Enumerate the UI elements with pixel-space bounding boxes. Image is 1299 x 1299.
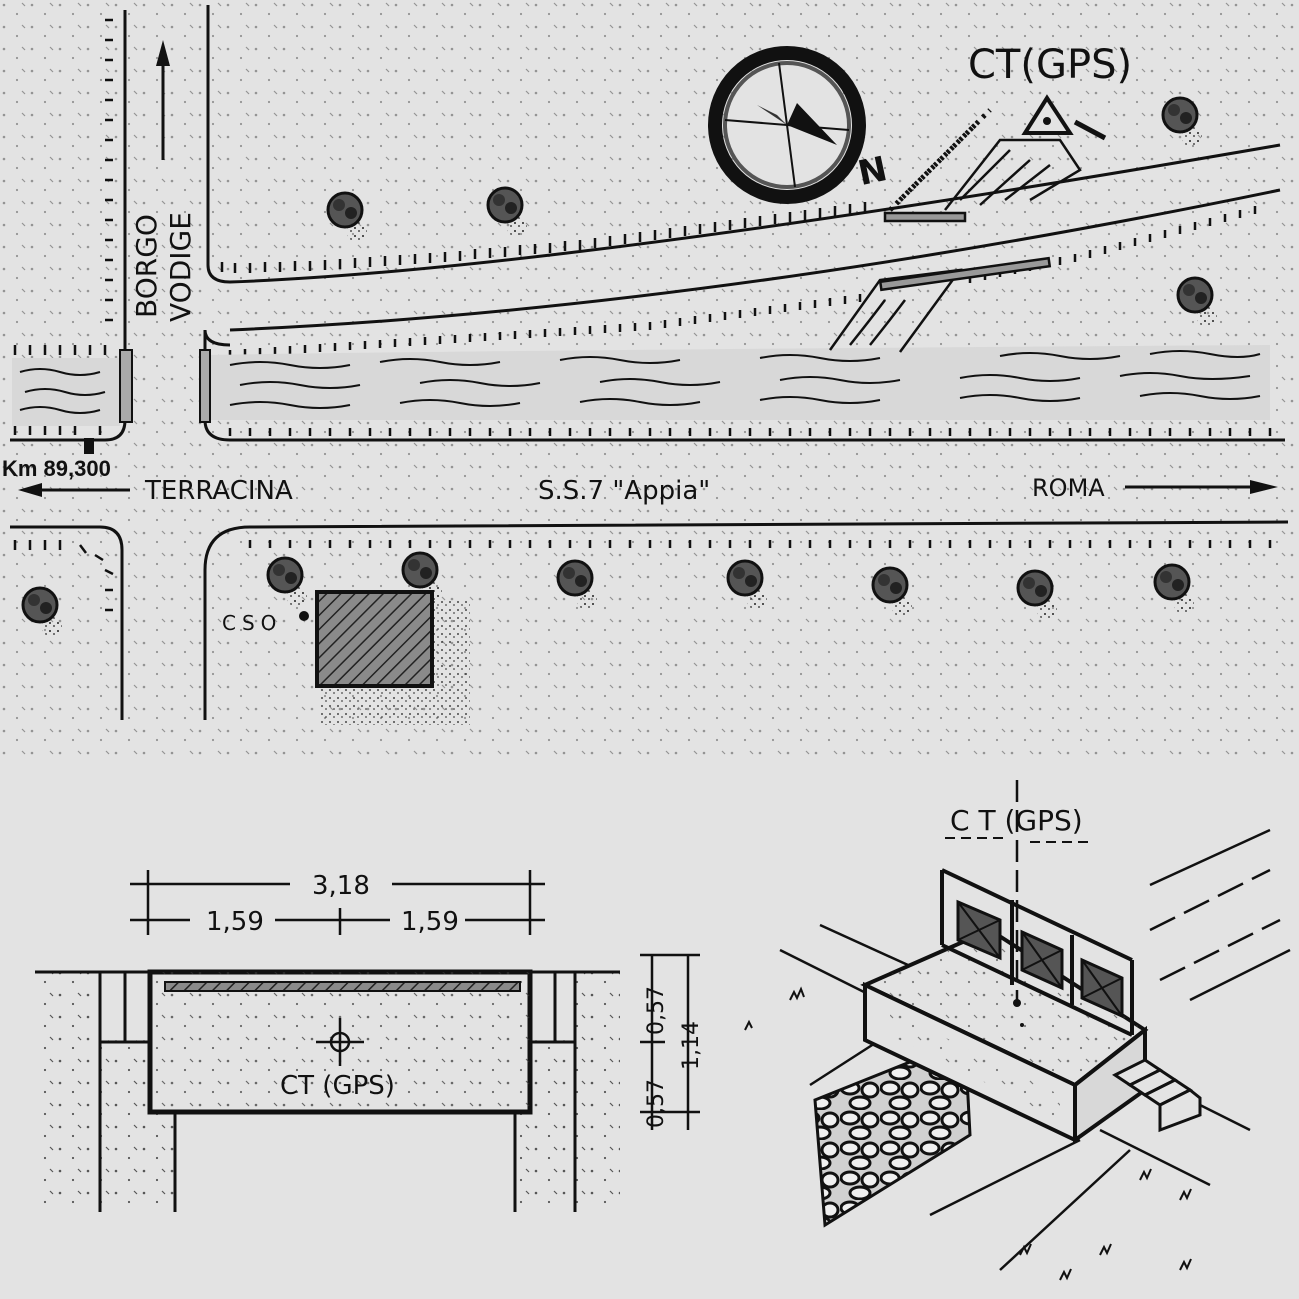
ct-gps-top-label: CT(GPS) [968,42,1132,88]
bridge-ramp [828,108,1082,353]
triangle-station-icon [1021,94,1107,141]
dim-left: 1,59 [206,907,264,937]
perspective-detail: C T (GPS) [744,780,1291,1281]
roma-label: ROMA [1032,474,1105,502]
embankment-ticks [13,18,1272,612]
cso-point-marker [299,611,309,621]
arrow-right-icon [1125,480,1278,494]
arrow-up-icon [156,40,170,160]
km-marker [84,438,94,454]
cso-label: CSO [222,611,282,635]
perspective-ct-label: C T (GPS) [950,804,1083,837]
dim-total: 3,18 [312,871,370,901]
building [315,590,470,725]
dim-057-lower: 0,57 [644,1079,669,1128]
road-name-label: S.S.7 "Appia" [538,476,710,506]
plan-ct-label: CT (GPS) [280,1071,395,1101]
plan-detail: CT (GPS) 3,18 1,59 1,59 0,57 0,57 1,14 [35,870,704,1212]
km-label: Km 89,300 [2,456,111,481]
crosshair-icon [316,1018,364,1066]
dim-right: 1,59 [401,907,459,937]
compass-rose-icon [708,46,866,204]
borgo-label: BORGO [130,214,163,318]
vodige-label: VODIGE [164,212,197,322]
canal [12,345,1270,426]
terracina-label: TERRACINA [144,476,293,506]
arrow-left-icon [18,483,130,497]
dim-057-upper: 0,57 [644,986,669,1035]
dim-114: 1,14 [679,1021,704,1070]
